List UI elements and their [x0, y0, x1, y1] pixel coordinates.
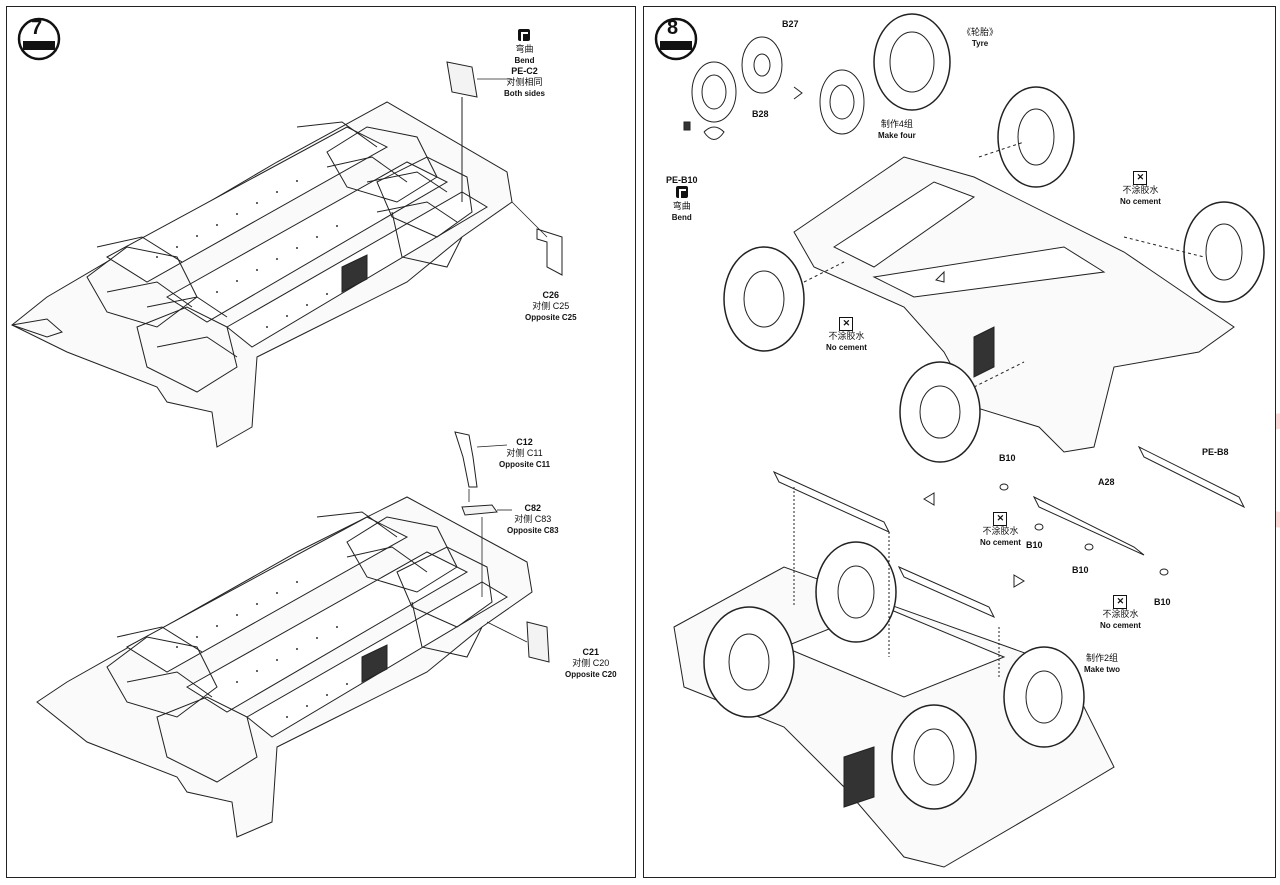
- c21-cn: 对侧 C20: [572, 658, 610, 668]
- tyre-callout: 《轮胎》 Tyre: [962, 27, 998, 49]
- b10-label: B10: [1026, 540, 1043, 550]
- step-8-panel: 8 STEP: [643, 6, 1276, 878]
- c21-part: C21: [582, 647, 600, 657]
- c21-en: Opposite C20: [565, 670, 617, 679]
- b10-label: B10: [1072, 565, 1089, 575]
- make-four-callout: 制作4组 Make four: [878, 119, 916, 141]
- make-two-en: Make two: [1084, 665, 1121, 674]
- b27-label: B27: [782, 19, 799, 29]
- step-8-badge-icon: [654, 17, 698, 61]
- step-8-number: 8: [667, 17, 679, 39]
- step-7-number: 7: [31, 17, 43, 39]
- step-7-panel: 7 STEP: [6, 6, 636, 878]
- pe-b10-cn: 弯曲: [672, 201, 691, 211]
- c12-callout: C12 对侧 C11 Opposite C11: [499, 437, 550, 470]
- c12-cn: 对侧 C11: [506, 448, 543, 458]
- pe-c2-part: PE-C2: [511, 66, 538, 76]
- pe-c2-bend-cn: 弯曲: [515, 44, 534, 54]
- no-cement-cn: 不涂胶水: [1122, 185, 1159, 195]
- make-four-cn: 制作4组: [880, 119, 913, 129]
- c26-en: Opposite C25: [525, 313, 577, 322]
- a28-label: A28: [1098, 477, 1115, 487]
- c82-part: C82: [524, 503, 542, 513]
- no-cement-callout-1: ✕ 不涂胶水 No cement: [1120, 171, 1161, 207]
- chassis-drawing-bottom: [36, 431, 550, 838]
- tyre-cn: 《轮胎》: [962, 27, 999, 37]
- no-cement-en: No cement: [1100, 621, 1141, 630]
- no-cement-en: No cement: [1120, 197, 1161, 206]
- tyre-en: Tyre: [971, 39, 989, 48]
- no-cement-icon: ✕: [1133, 171, 1148, 185]
- pe-c2-callout: 弯曲 Bend PE-C2 对侧相同 Both sides: [504, 29, 545, 99]
- no-cement-icon: ✕: [993, 512, 1008, 526]
- step-7-badge-icon: [17, 17, 61, 61]
- no-cement-callout-4: ✕ 不涂胶水 No cement: [1100, 595, 1141, 631]
- no-cement-en: No cement: [826, 343, 867, 352]
- step-7-word: STEP: [20, 34, 39, 41]
- no-cement-callout-2: ✕ 不涂胶水 No cement: [826, 317, 867, 353]
- c26-part: C26: [542, 290, 560, 300]
- b10-label: B10: [1154, 597, 1171, 607]
- pe-c2-bend-en: Bend: [514, 56, 535, 65]
- pe-b10-callout: PE-B10 弯曲 Bend: [666, 175, 698, 223]
- chassis-drawing-top: [11, 61, 563, 448]
- pe-b10-en: Bend: [671, 213, 692, 222]
- c82-en: Opposite C83: [507, 526, 559, 535]
- b10-label: B10: [999, 453, 1016, 463]
- no-cement-icon: ✕: [1113, 595, 1128, 609]
- bend-icon: [518, 29, 531, 41]
- pe-c2-both-cn: 对侧相同: [506, 77, 543, 87]
- bend-icon: [675, 186, 688, 198]
- make-two-callout: 制作2组 Make two: [1084, 653, 1120, 675]
- c26-callout: C26 对侧 C25 Opposite C25: [525, 290, 577, 323]
- step-8-word: STEP: [657, 34, 676, 41]
- no-cement-cn: 不涂胶水: [828, 331, 865, 341]
- no-cement-cn: 不涂胶水: [982, 526, 1019, 536]
- no-cement-cn: 不涂胶水: [1102, 609, 1139, 619]
- pe-c2-both-en: Both sides: [504, 89, 545, 98]
- wheel-assembly-drawing: [673, 13, 1265, 868]
- pe-b10-part: PE-B10: [666, 175, 698, 185]
- c12-en: Opposite C11: [499, 460, 551, 469]
- pe-b8-label: PE-B8: [1202, 447, 1229, 457]
- no-cement-icon: ✕: [839, 317, 854, 331]
- c12-part: C12: [516, 437, 533, 447]
- c82-cn: 对侧 C83: [514, 514, 552, 524]
- make-two-cn: 制作2组: [1086, 653, 1119, 663]
- c82-callout: C82 对侧 C83 Opposite C83: [507, 503, 559, 536]
- no-cement-en: No cement: [980, 538, 1021, 547]
- b28-label: B28: [752, 109, 769, 119]
- make-four-en: Make four: [878, 131, 916, 140]
- c21-callout: C21 对侧 C20 Opposite C20: [565, 647, 617, 680]
- c26-cn: 对侧 C25: [532, 301, 570, 311]
- no-cement-callout-3: ✕ 不涂胶水 No cement: [980, 512, 1021, 548]
